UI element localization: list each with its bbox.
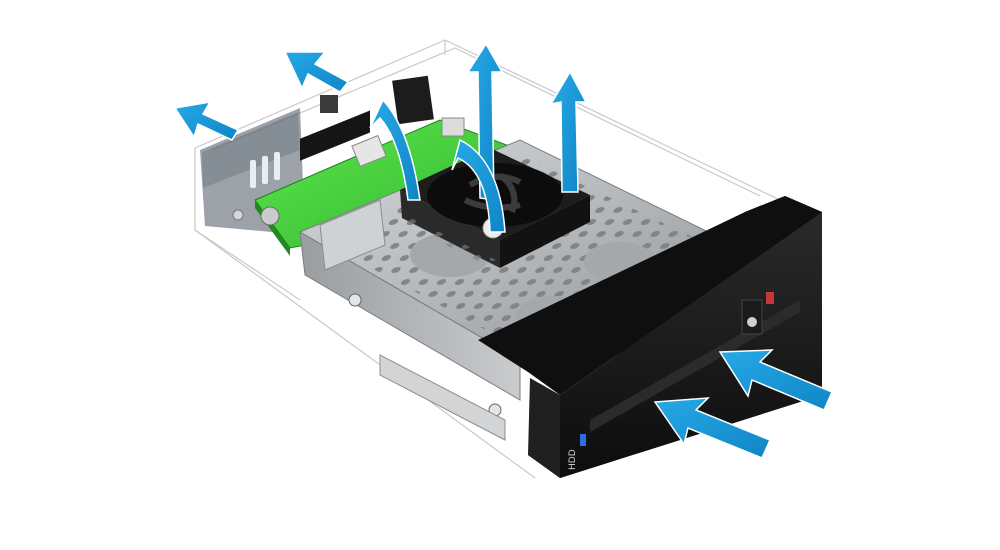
lock-icon [747, 317, 757, 327]
sata-connector [300, 110, 370, 161]
exhaust-arrow-up-1-icon [369, 98, 421, 201]
exhaust-arrow-left-2-icon [283, 51, 350, 93]
exhaust-arrow-curve-icon [451, 138, 506, 233]
power-jack [392, 75, 434, 125]
standoff-icon [260, 206, 280, 226]
vent-slot-1 [250, 160, 256, 188]
airflow-arrows [173, 42, 588, 233]
front-bezel: HDD [478, 196, 822, 478]
pcb-board [254, 75, 522, 256]
header-pins [351, 134, 387, 168]
intake-arrow-lower-icon [653, 397, 772, 459]
activity-led-icon [580, 434, 586, 446]
power-led-icon [766, 292, 774, 304]
intake-arrow-upper-icon [718, 349, 833, 411]
exhaust-arrow-left-icon [173, 100, 240, 141]
vent-slot-3 [274, 152, 280, 180]
screw-icon [232, 209, 244, 221]
hdd-label: HDD [568, 449, 578, 470]
fan-header [441, 117, 465, 137]
vent-slot-2 [262, 156, 268, 184]
mount-tab [320, 95, 338, 113]
exhaust-arrow-up-3-icon [549, 70, 588, 193]
intake-arrows [653, 349, 833, 459]
tray-screw-icon [348, 293, 362, 307]
